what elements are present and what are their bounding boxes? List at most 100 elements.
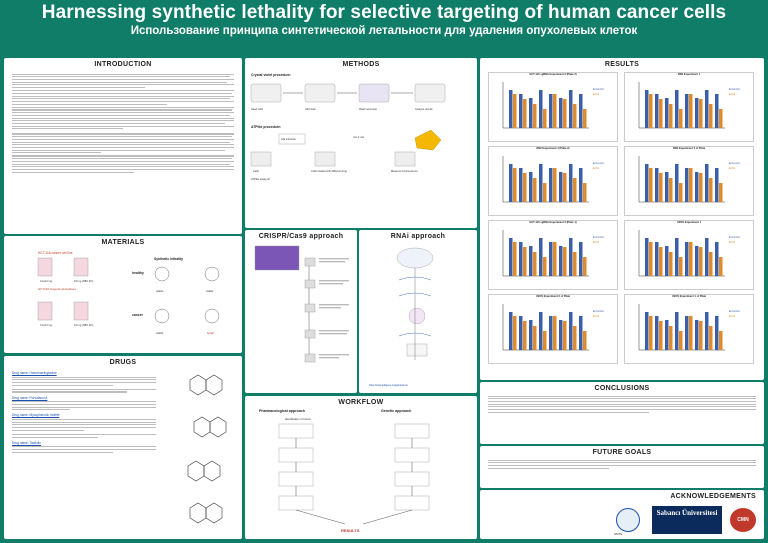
result-chart-plot: ■ Control■ KO [502, 230, 604, 277]
workflow-title: WORKFLOW [338, 399, 384, 406]
genetic-label: Genetic approach [381, 409, 411, 413]
result-chart-title: U2OS Experiment 1 [676, 221, 702, 224]
legend-ko: ■ KO [593, 166, 599, 170]
result-bar-control [579, 94, 583, 128]
rnai-diagram: https://www.addgene.org/guides/rnai [369, 247, 434, 387]
healthy-label: healthy [132, 271, 144, 275]
synthetic-lethality-label: Synthetic lethality [154, 257, 183, 261]
result-bar-control [539, 312, 543, 350]
result-bar-ko [553, 316, 557, 350]
result-bar-ko [523, 173, 527, 202]
introduction-paragraph-3 [12, 106, 234, 130]
cell-line-label: HCT-116 cancer cell line [38, 251, 73, 255]
legend-ko: ■ KO [729, 240, 735, 244]
legend-ko: ■ KO [593, 240, 599, 244]
result-bar-ko [699, 99, 703, 128]
legend-control: ■ Control [593, 87, 604, 91]
step4-label: Analyze results [415, 107, 433, 111]
rnai-title: RNAi approach [390, 233, 446, 240]
result-bar-ko [659, 321, 663, 350]
methods-diagram: Crystal violet procedure: Seed cells Add… [250, 73, 446, 181]
legend-control: ■ Control [729, 161, 740, 165]
atp-time-label: min 2 min [353, 135, 365, 139]
introduction-title: INTRODUCTION [94, 61, 152, 68]
result-chart-title: HCT-116 sgRNA Experiment 3 (Plate 1) [529, 221, 577, 224]
legend-control: ■ Control [729, 309, 740, 313]
result-bar-control [665, 320, 669, 350]
result-bar-control [519, 168, 523, 202]
result-bar-ko [669, 252, 673, 276]
result-bar-control [685, 242, 689, 276]
methods-panel: METHODS Crystal violet procedure: Seed c… [245, 58, 477, 228]
result-bar-ko [679, 257, 683, 276]
luminescence-icon [414, 129, 442, 151]
result-bar-ko [583, 331, 587, 350]
result-bar-ko [669, 326, 673, 350]
result-bar-ko [543, 183, 547, 202]
result-bar-control [645, 312, 649, 350]
drug-molecules [187, 374, 227, 524]
result-bar-ko [649, 316, 653, 350]
result-chart: U2OS Experiment 1■ Control■ KO [624, 220, 754, 290]
result-bar-ko [669, 178, 673, 202]
future-goals-panel: FUTURE GOALS [480, 446, 764, 488]
result-chart: HCT-116 sgRNA Experiment 3 (Plate 1) ■ Co… [488, 220, 618, 290]
atp-drugs-label: Cells treated with different drug [311, 169, 347, 173]
result-bar-ko [649, 242, 653, 276]
result-bar-ko [709, 252, 713, 276]
healthy-cell-flask [37, 257, 89, 277]
result-bar-control [655, 94, 659, 128]
result-bar-control [695, 172, 699, 202]
legend-ko: ■ KO [593, 92, 599, 96]
result-bar-ko [543, 257, 547, 276]
result-bar-control [695, 98, 699, 128]
legend-ko: ■ KO [729, 166, 735, 170]
result-bar-control [675, 238, 679, 276]
result-bar-control [569, 312, 573, 350]
result-bar-ko [709, 326, 713, 350]
rnai-link[interactable]: https://www.addgene.org/guides/rnai [369, 384, 408, 387]
result-bar-ko [563, 321, 567, 350]
result-bar-control [519, 94, 523, 128]
result-chart-title: RN2 Experiment 4 (Plate 2) [536, 147, 570, 150]
result-bar-control [549, 94, 553, 128]
result-bar-ko [679, 331, 683, 350]
future-goals-text [480, 456, 764, 472]
isogenic-label: HCT116 isogenic derivatives [38, 287, 76, 291]
legend-ko: ■ KO [593, 314, 599, 318]
ko2-label: KO ng (RB1 KO) [74, 323, 93, 327]
control-ng2-label: Control ng [40, 323, 53, 327]
crispr-title: CRISPR/Cas9 approach [258, 233, 344, 240]
result-bar-control [529, 320, 533, 350]
drug-name-4: Drug name: Taxifolin [12, 440, 41, 445]
materials-diagram: HCT-116 cancer cell line Synthetic letha… [37, 251, 220, 335]
result-bar-ko [699, 321, 703, 350]
result-bar-control [539, 164, 543, 202]
result-bar-control [579, 168, 583, 202]
conclusions-text [480, 392, 764, 416]
workflow-results-label: RESULTS [341, 528, 360, 533]
result-bar-control [705, 312, 709, 350]
result-chart: U2OS Experiment 1 of Plate■ Control■ KO [624, 294, 754, 364]
drugs-list: Drug name: Homoharringtonine Drug name: … [4, 366, 164, 456]
healthy-cell-icons [154, 266, 220, 282]
result-bar-ko [573, 252, 577, 276]
introduction-text [4, 68, 242, 178]
result-bar-control [715, 94, 719, 128]
result-bar-ko [573, 178, 577, 202]
drug-name-2: Drug name: Purvalanol A [12, 395, 48, 400]
acknowledgements-title: ACKNOWLEDGEMENTS [670, 493, 756, 500]
result-bar-ko [553, 94, 557, 128]
sabanci-logo: Sabancı Üniversitesi [652, 506, 722, 534]
introduction-paragraph-1 [12, 73, 234, 89]
result-bar-ko [533, 104, 537, 128]
viable-label-2: viable [206, 289, 214, 293]
legend-ko: ■ KO [729, 314, 735, 318]
result-bar-control [665, 98, 669, 128]
result-bar-ko [543, 109, 547, 128]
result-bar-ko [659, 247, 663, 276]
results-panel: RESULTS HCT-116 sgRNA Experiment 3 (Plat… [480, 58, 764, 380]
result-bar-ko [679, 183, 683, 202]
drugs-panel: DRUGS Drug name: Homoharringtonine Drug … [4, 356, 242, 539]
result-bar-control [645, 238, 649, 276]
